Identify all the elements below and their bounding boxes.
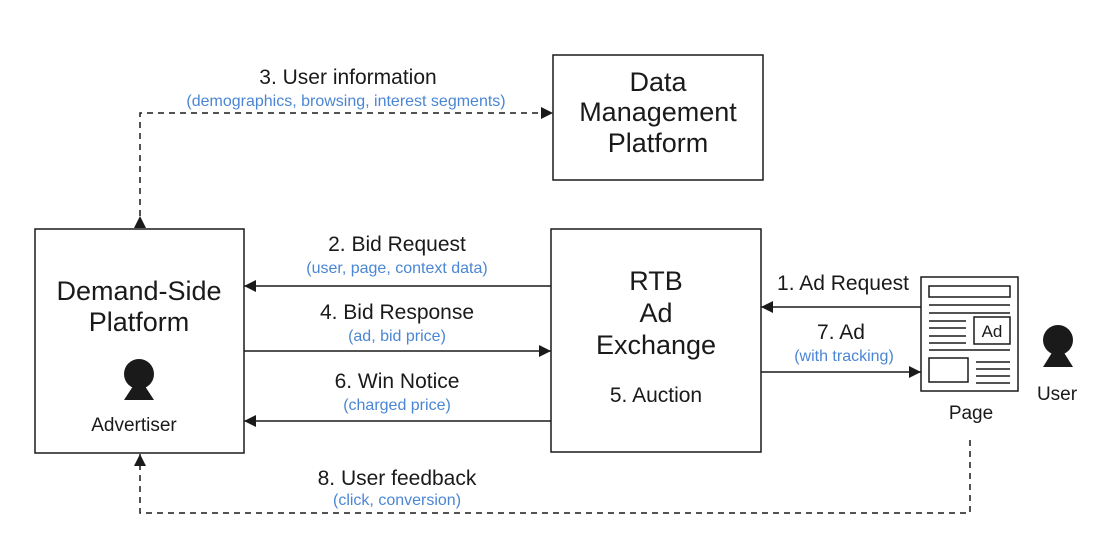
flow-user-feedback: 8. User feedback (click, conversion) xyxy=(134,440,971,514)
bid-response-detail: (ad, bid price) xyxy=(348,328,446,345)
auction-label: 5. Auction xyxy=(610,384,702,407)
web-page-icon: Ad xyxy=(920,276,1019,392)
win-notice-label: 6. Win Notice xyxy=(335,370,460,393)
dsp-title-line-2: Platform xyxy=(89,307,190,337)
rtb-exchange-box: RTB Ad Exchange 5. Auction xyxy=(550,228,762,453)
page-caption: Page xyxy=(949,403,993,424)
dsp-title-line-1: Demand-Side xyxy=(56,276,221,306)
flow-user-information: 3. User information (demographics, brows… xyxy=(134,66,553,228)
ad-slot-label: Ad xyxy=(982,322,1003,341)
flow-ad-request: 1. Ad Request xyxy=(761,272,921,313)
flow-bid-request: 2. Bid Request (user, page, context data… xyxy=(244,233,551,292)
user-feedback-label: 8. User feedback xyxy=(318,467,477,490)
user-feedback-detail: (click, conversion) xyxy=(333,492,461,509)
dmp-box: Data Management Platform xyxy=(552,54,764,181)
ad-detail: (with tracking) xyxy=(794,348,894,365)
dmp-title-line-2: Management xyxy=(579,97,737,127)
user-person-icon xyxy=(1043,325,1073,367)
dsp-box: Demand-Side Platform Advertiser xyxy=(34,228,245,454)
ad-slot xyxy=(973,316,1011,345)
user-caption: User xyxy=(1037,384,1078,405)
rtb-title-line-3: Exchange xyxy=(596,330,716,360)
user-information-label: 3. User information xyxy=(259,66,436,89)
advertiser-label: Advertiser xyxy=(91,415,177,436)
dmp-title-line-3: Platform xyxy=(608,128,709,158)
bid-request-label: 2. Bid Request xyxy=(328,233,466,256)
flow-ad: 7. Ad (with tracking) xyxy=(761,321,921,378)
rtb-title-line-2: Ad xyxy=(639,298,672,328)
advertiser-person-icon xyxy=(124,359,154,400)
ad-request-label: 1. Ad Request xyxy=(777,272,909,295)
win-notice-detail: (charged price) xyxy=(343,397,451,414)
rtb-title-line-1: RTB xyxy=(629,266,683,296)
ad-label: 7. Ad xyxy=(817,321,865,344)
bid-response-label: 4. Bid Response xyxy=(320,301,474,324)
dmp-title-line-1: Data xyxy=(629,67,687,97)
bid-request-detail: (user, page, context data) xyxy=(306,260,487,277)
flow-win-notice: 6. Win Notice (charged price) xyxy=(244,370,551,427)
user-information-detail: (demographics, browsing, interest segmen… xyxy=(186,93,505,110)
flow-bid-response: 4. Bid Response (ad, bid price) xyxy=(244,301,551,357)
